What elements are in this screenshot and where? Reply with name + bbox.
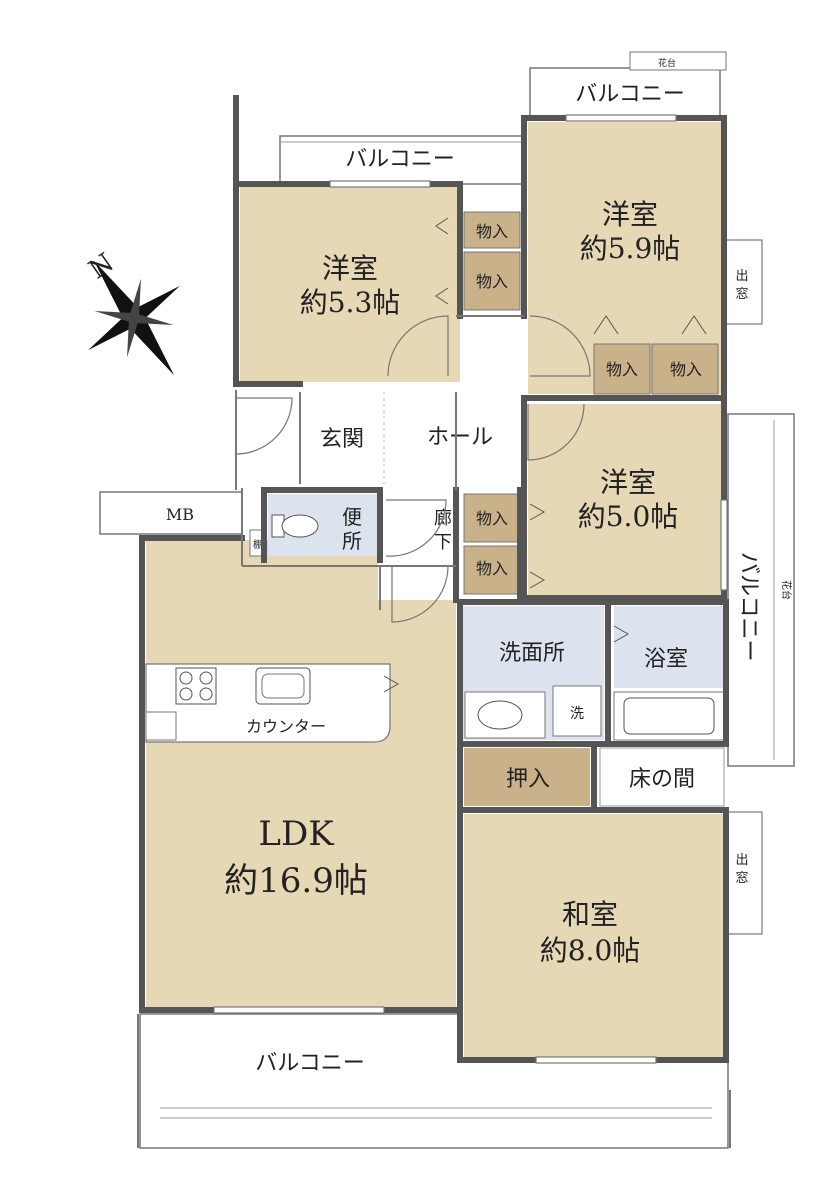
- room-bedroom-e: 洋室 約5.0帖: [528, 404, 724, 598]
- room-size: 約5.3帖: [300, 286, 401, 319]
- sink-icon: [464, 691, 546, 739]
- bay-window-label-1: 出: [735, 853, 748, 868]
- room-size: 約16.9帖: [224, 861, 368, 901]
- storage-closet: 物入: [463, 545, 521, 595]
- washer-label: 洗: [570, 706, 584, 722]
- balcony-right: 花台 バルコニー: [727, 413, 795, 767]
- corridor-label-2: 下: [434, 532, 452, 553]
- flower-stand-label: 花台: [658, 57, 676, 69]
- bay-window: 出 窓: [723, 811, 763, 935]
- washer-icon: 洗: [552, 685, 602, 737]
- bathtub-icon: [613, 691, 725, 741]
- counter-label: カウンター: [246, 717, 326, 736]
- room-tokonoma: 床の間: [599, 747, 725, 807]
- room-name: 和室: [562, 898, 618, 931]
- window-mark: [213, 114, 728, 1064]
- room-size: 約8.0帖: [540, 934, 641, 967]
- storage-label: 物入: [606, 360, 638, 379]
- room-size: 約5.9帖: [580, 232, 681, 265]
- balcony-label: バルコニー: [255, 1051, 365, 1076]
- bay-window-label-2: 窓: [735, 870, 748, 886]
- balcony-vertical-label: バルコニー: [736, 552, 761, 662]
- shelf-label: 棚: [253, 538, 263, 551]
- storage-label: 物入: [476, 509, 508, 528]
- kitchen-sink-icon: [255, 667, 311, 705]
- mb-label: MB: [166, 505, 194, 524]
- balcony-label: バルコニー: [345, 147, 455, 172]
- storage-closet: 物入: [463, 493, 521, 543]
- stove-icon: [175, 667, 217, 705]
- thin-walls: [137, 315, 731, 1148]
- room-name: LDK: [258, 814, 334, 854]
- north-label: N: [84, 248, 120, 286]
- bay-window: 出 窓: [723, 239, 763, 325]
- washroom-label: 洗面所: [499, 641, 565, 666]
- storage-closet: 物入: [463, 251, 521, 311]
- room-name: 洋室: [600, 466, 656, 499]
- room-bathroom: 浴室: [613, 606, 725, 741]
- room-bedroom-nw: 洋室 約5.3帖: [240, 186, 460, 382]
- room-ldk: LDK 約16.9帖: [146, 540, 456, 1008]
- storage-label: 物入: [476, 559, 508, 578]
- room-washitsu: 和室 約8.0帖: [464, 814, 724, 1058]
- storage-label: 物入: [476, 222, 508, 241]
- bathroom-label: 浴室: [644, 647, 688, 672]
- balcony-label: バルコニー: [575, 82, 685, 107]
- storage-closet: 物入: [463, 211, 521, 249]
- hall-label: ホール: [427, 425, 493, 450]
- door-swing: [235, 315, 591, 623]
- room-toilet: 棚 便 所: [249, 494, 378, 557]
- storage-label: 物入: [476, 272, 508, 291]
- toilet-label-1: 便: [342, 505, 362, 529]
- kitchen-counter: カウンター: [145, 663, 391, 743]
- room-name: 洋室: [602, 198, 658, 231]
- bay-window-label-2: 窓: [735, 286, 748, 302]
- tokonoma-label: 床の間: [629, 767, 695, 792]
- entrance-label: 玄関: [320, 427, 364, 452]
- flower-stand-label: 花台: [780, 580, 793, 600]
- balcony-top-right: 花台 バルコニー: [529, 51, 727, 117]
- storage-closet: 物入: [593, 343, 651, 395]
- compass-icon: N: [84, 248, 180, 376]
- bay-window-label-1: 出: [735, 269, 748, 284]
- room-oshiire: 押入: [464, 748, 590, 806]
- room-name: 洋室: [322, 252, 378, 285]
- room-hall: ホール: [427, 425, 493, 450]
- toilet-icon: [271, 514, 319, 538]
- room-size: 約5.0帖: [578, 500, 679, 533]
- room-washroom: 洗面所 洗: [462, 606, 604, 740]
- storage-label: 物入: [670, 360, 702, 379]
- balcony-top-left: バルコニー: [279, 135, 523, 185]
- storage-closet: 物入: [651, 343, 719, 395]
- oshiire-label: 押入: [506, 767, 550, 792]
- closet-door-marker: [383, 217, 707, 693]
- room-mb: MB: [99, 491, 243, 535]
- room-entrance: 玄関: [320, 427, 364, 452]
- toilet-label-2: 所: [342, 529, 362, 553]
